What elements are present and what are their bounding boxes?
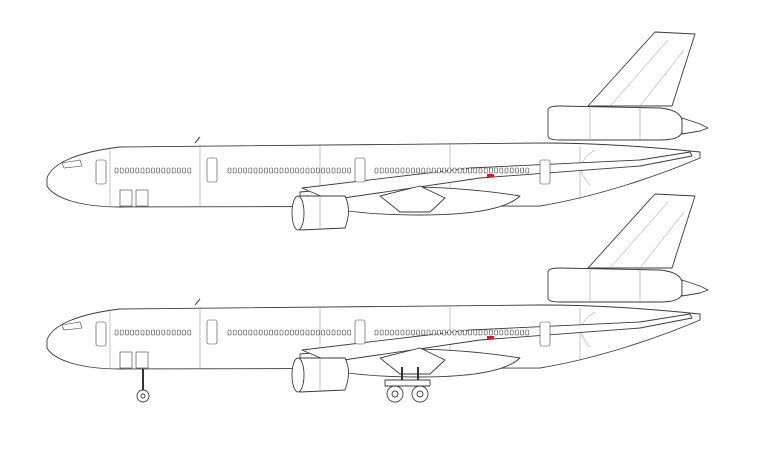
aircraft-top-view-gear-up xyxy=(46,31,709,231)
main-landing-gear xyxy=(384,367,431,403)
nose-landing-gear xyxy=(136,369,150,403)
aircraft-bottom-view-gear-down xyxy=(46,193,709,403)
